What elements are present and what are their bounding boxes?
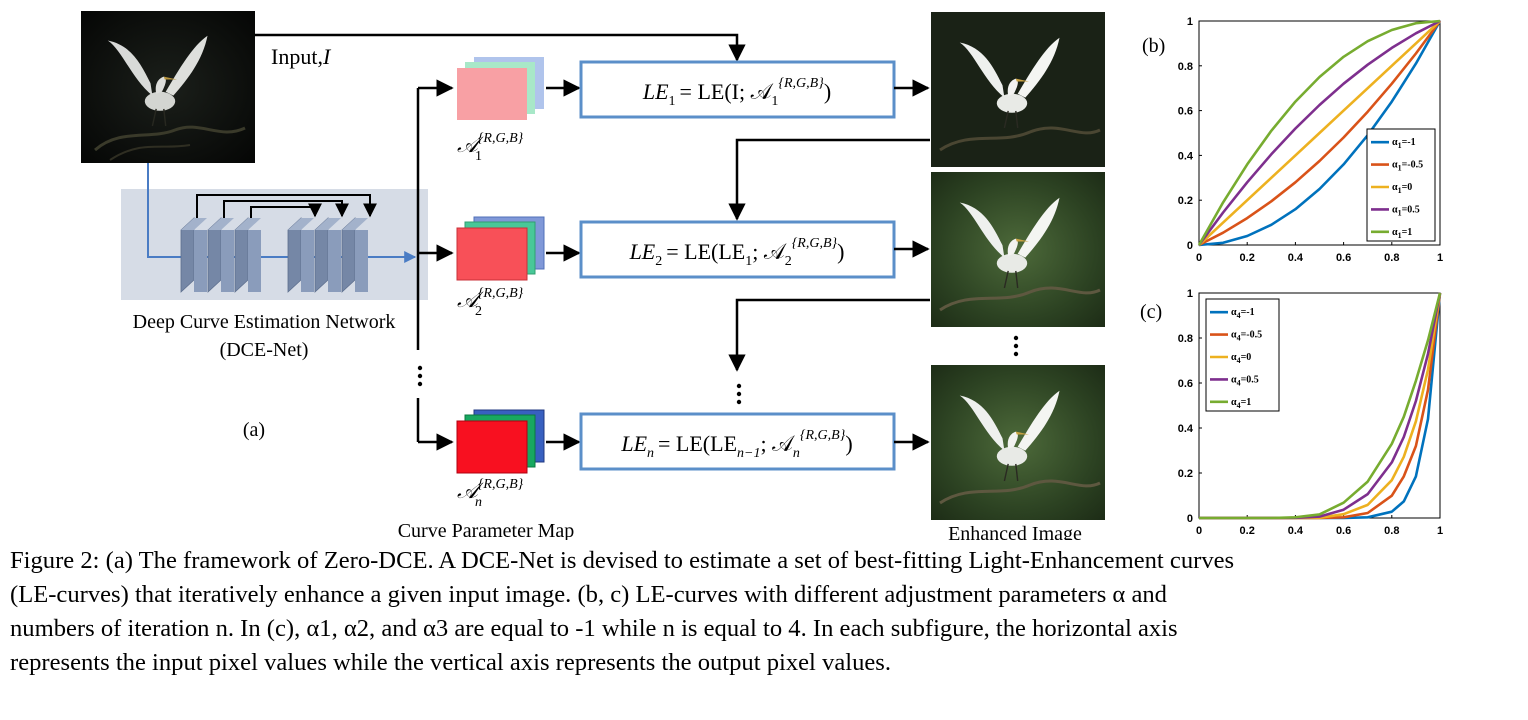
param-map-1 xyxy=(457,57,544,120)
enhanced-label: Enhanced Image xyxy=(948,523,1082,540)
y-tick-label: 0.2 xyxy=(1178,195,1193,207)
legend-label: α1=-0.5 xyxy=(1392,160,1423,173)
caption-line-2: (LE-curves) that iteratively enhance a g… xyxy=(10,581,1167,608)
param-map-labels: 𝒜{R,G,B}1 𝒜{R,G,B}2 𝒜{R,G,B}n xyxy=(457,131,524,510)
param-label-2: 𝒜{R,G,B}2 xyxy=(457,286,524,319)
le-box-n xyxy=(579,412,896,471)
legend: α4=-1 α4=-0.5 α4=0 α4=0.5 α4=1 xyxy=(1205,298,1280,412)
legend-label: α1=-1 xyxy=(1392,137,1416,150)
le-eq-1: LE1= LE(I; 𝒜1{R,G,B}) xyxy=(642,76,831,109)
legend-box xyxy=(1205,298,1280,412)
x-tick-label: 0.6 xyxy=(1336,252,1351,264)
x-tick-label: 0.2 xyxy=(1240,525,1255,537)
series-line-0 xyxy=(1198,20,1442,247)
x-tick-label: 0 xyxy=(1196,252,1202,264)
network-label-2: (DCE-Net) xyxy=(220,339,309,361)
legend-box xyxy=(1366,128,1436,242)
le-eq-2: LE2= LE(LE1; 𝒜2{R,G,B}) xyxy=(629,236,845,269)
vertical-ellipsis-left xyxy=(417,365,423,387)
le-box-2 xyxy=(579,220,896,279)
enhanced-photo-n xyxy=(931,365,1105,520)
x-tick-label: 0.2 xyxy=(1240,252,1255,264)
le-eq-n: LEn= LE(LEn−1; 𝒜n{R,G,B}) xyxy=(620,428,852,461)
input-label: Input,I xyxy=(271,44,332,69)
chart-c: 0 0.2 0.4 0.6 0.8 1 0 0.2 0.4 0.6 0.8 1 α4=-1 α4=-0.5… xyxy=(1178,288,1443,537)
zero-dce-figure: Input,I xyxy=(81,11,1443,540)
le-to-photo-arrows xyxy=(728,79,930,451)
x-tick-label: 1 xyxy=(1437,525,1443,537)
caption-line-3: numbers of iteration n. In (c), α1, α2, … xyxy=(10,615,1178,642)
y-tick-label: 0.8 xyxy=(1178,333,1193,345)
x-tick-label: 0 xyxy=(1196,525,1202,537)
curve-map-label: Curve Parameter Map xyxy=(398,520,575,540)
legend-label: α1=1 xyxy=(1392,227,1412,240)
branch-arrows xyxy=(416,79,454,451)
series-line-3 xyxy=(1197,19,1441,246)
input-arrow xyxy=(255,33,746,62)
y-tick-label: 0.2 xyxy=(1178,468,1193,480)
network-label-1: Deep Curve Estimation Network xyxy=(133,311,396,333)
figure-caption: Figure 2: (a) The framework of Zero-DCE.… xyxy=(10,544,1518,680)
enhanced-photo-2 xyxy=(931,172,1105,327)
x-tick-label: 1 xyxy=(1437,252,1443,264)
x-tick-label: 0.4 xyxy=(1288,252,1304,264)
panel-c-label: (c) xyxy=(1140,301,1162,323)
y-tick-label: 1 xyxy=(1187,16,1193,28)
caption-line-1: Figure 2: (a) The framework of Zero-DCE.… xyxy=(10,547,1235,574)
series-line-2 xyxy=(1198,20,1441,246)
legend-label: α4=-1 xyxy=(1231,307,1255,320)
chart-b: 0 0.2 0.4 0.6 0.8 1 0 0.2 0.4 0.6 0.8 1 α1=-1 α1=-0.5… xyxy=(1178,16,1443,264)
le-box-1 xyxy=(579,60,896,119)
vertical-ellipsis-right xyxy=(1013,335,1019,357)
x-tick-label: 0.8 xyxy=(1384,252,1399,264)
param-label-1: 𝒜{R,G,B}1 xyxy=(457,131,524,164)
le-boxes xyxy=(579,60,896,471)
legend-label: α4=0 xyxy=(1231,352,1251,365)
vertical-ellipsis-mid xyxy=(736,383,742,405)
param-map-2 xyxy=(456,216,545,281)
series-line-4 xyxy=(1197,19,1441,246)
y-tick-label: 0.6 xyxy=(1178,106,1193,118)
legend-label: α1=0 xyxy=(1392,182,1412,195)
caption-line-4: represents the input pixel values while … xyxy=(10,649,892,676)
param-label-n: 𝒜{R,G,B}n xyxy=(457,477,524,510)
legend: α1=-1 α1=-0.5 α1=0 α1=0.5 α1=1 xyxy=(1366,128,1436,242)
y-tick-label: 1 xyxy=(1187,288,1193,300)
y-tick-label: 0.8 xyxy=(1178,61,1193,73)
panel-b-label: (b) xyxy=(1142,35,1165,57)
map-to-le-arrows xyxy=(546,79,581,451)
param-map-n xyxy=(456,409,545,474)
legend-label: α4=1 xyxy=(1231,397,1251,410)
x-tick-label: 0.4 xyxy=(1288,525,1304,537)
legend-label: α4=-0.5 xyxy=(1231,330,1262,343)
input-photo xyxy=(81,11,255,163)
x-tick-label: 0.8 xyxy=(1384,525,1399,537)
y-tick-label: 0 xyxy=(1187,513,1193,525)
enhanced-photo-1 xyxy=(931,12,1105,167)
y-tick-label: 0.4 xyxy=(1178,150,1194,162)
panel-a-label: (a) xyxy=(243,419,265,441)
y-tick-label: 0.4 xyxy=(1178,423,1194,435)
legend-label: α4=0.5 xyxy=(1231,374,1259,387)
y-tick-label: 0 xyxy=(1187,240,1193,252)
x-tick-label: 0.6 xyxy=(1336,525,1351,537)
y-tick-label: 0.6 xyxy=(1178,378,1193,390)
series-line-1 xyxy=(1198,20,1442,247)
series-line-4 xyxy=(1199,292,1442,520)
legend-label: α1=0.5 xyxy=(1392,204,1420,217)
dce-net xyxy=(121,163,428,300)
